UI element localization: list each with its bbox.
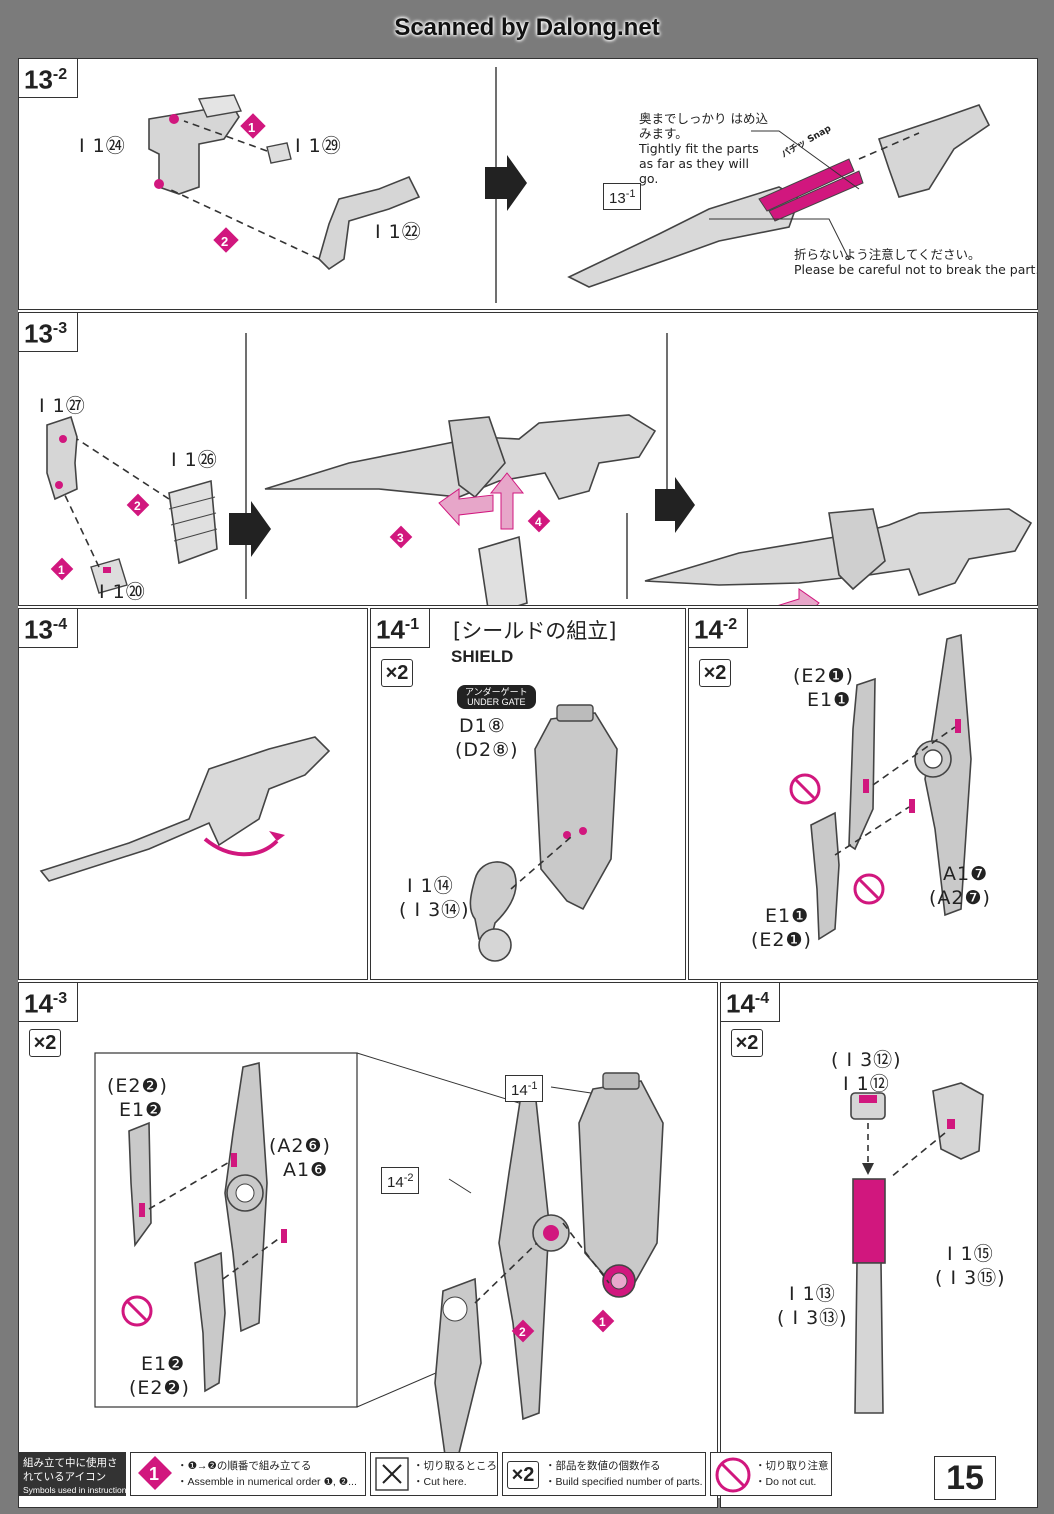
part-label: I 1⑭ — [407, 875, 454, 897]
quantity-badge: ×2 — [731, 1029, 763, 1057]
svg-text:2: 2 — [134, 499, 141, 513]
step-13-2-diagram: 1 2 — [148, 67, 991, 303]
part-label: E1❷ — [119, 1099, 164, 1121]
part-label: D1⑧ — [459, 715, 506, 737]
part-label: I 1㉖ — [171, 449, 218, 471]
section-title-jp: [シールドの組立] — [453, 619, 617, 643]
part-label: (E2❷) — [129, 1377, 190, 1399]
part-label: E1❶ — [807, 689, 852, 711]
step-number: 14-4 — [721, 983, 781, 1022]
order-marker-4-icon: 4 — [527, 509, 551, 533]
step-number: 14-1 — [371, 609, 431, 648]
no-cut-icon — [789, 773, 821, 805]
order-marker-2-icon: 2 — [126, 493, 150, 517]
step-14-2-diagram — [789, 633, 972, 941]
no-cut-icon — [715, 1457, 751, 1493]
part-label: I 1⑮ — [947, 1243, 994, 1265]
part-label: I 1⑬ — [789, 1283, 836, 1305]
step-14-3-diagram: 1 2 — [94, 1052, 664, 1456]
watermark: Scanned by Dalong.net — [394, 14, 660, 41]
part-label: I 1⑳ — [99, 581, 146, 603]
step-14-2-panel: 14-2 ×2 (E2❶) E1❶ A1❼ (A2❼) E1❶ (E2❶) — [688, 608, 1038, 980]
fit-note: 奥までしっかり はめ込みます。 Tightly fit the parts as… — [639, 111, 768, 186]
step-number: 13-3 — [19, 313, 79, 352]
step-number: 14-2 — [689, 609, 749, 648]
quantity-badge-icon: ×2 — [507, 1461, 539, 1489]
legend-build: ×2 ・部品を数値の個数作る ・Build specified number o… — [502, 1452, 706, 1496]
step-14-3-panel: 14-3 ×2 — [18, 982, 718, 1508]
part-label: I 1㉗ — [39, 395, 86, 417]
quantity-badge: ×2 — [699, 659, 731, 687]
symbols-legend: 組み立て中に使用されているアイコン Symbols used in instru… — [18, 1452, 1038, 1498]
break-note: 折らないよう注意してください。 Please be careful not to… — [794, 247, 1038, 277]
order-marker-2-icon: 2 — [213, 227, 239, 253]
quantity-badge: ×2 — [29, 1029, 61, 1057]
step-13-2-panel: 13-2 1 2 — [18, 58, 1038, 310]
step-13-3-panel: 13-3 1 2 3 — [18, 312, 1038, 606]
part-label: (D2⑧) — [455, 739, 519, 761]
svg-text:3: 3 — [397, 531, 404, 545]
part-label: I 1⑫ — [843, 1073, 890, 1095]
order-marker-1-icon: 1 — [240, 113, 266, 139]
step-number: 13-2 — [19, 59, 79, 98]
step-reference: 14-1 — [505, 1075, 544, 1102]
step-number: 14-3 — [19, 983, 79, 1022]
part-label: (E2❷) — [107, 1075, 168, 1097]
part-label: ( I 3⑭) — [399, 899, 470, 921]
part-label: A1❼ — [943, 863, 989, 885]
svg-text:1: 1 — [149, 1464, 159, 1484]
part-label: E1❷ — [141, 1353, 186, 1375]
part-label: ( I 3⑮) — [935, 1267, 1006, 1289]
quantity-badge: ×2 — [381, 659, 413, 687]
page-number: 15 — [934, 1456, 996, 1500]
part-label: E1❶ — [765, 905, 810, 927]
legend-no-cut: ・切り取り注意 ・Do not cut. — [710, 1452, 832, 1496]
svg-text:2: 2 — [221, 234, 228, 249]
step-14-4-diagram — [850, 1082, 984, 1414]
legend-cut: ・切り取るところ ・Cut here. — [370, 1452, 498, 1496]
step-14-4-panel: 14-4 ×2 ( I 3⑫) I 1⑫ I 1⑮ ( I 3⑮) I 1⑬ (… — [720, 982, 1038, 1508]
shield-diagram — [469, 704, 618, 962]
cut-here-icon — [375, 1457, 409, 1491]
part-label: (E2❶) — [793, 665, 854, 687]
svg-text:1: 1 — [248, 120, 255, 135]
part-label: I 1㉙ — [295, 135, 342, 157]
order-marker-2-icon: 2 — [511, 1319, 535, 1343]
no-cut-icon — [853, 873, 885, 905]
part-label: (A2❻) — [269, 1135, 331, 1157]
legend-heading: 組み立て中に使用されているアイコン Symbols used in instru… — [18, 1452, 131, 1496]
svg-text:2: 2 — [519, 1325, 526, 1339]
part-label: I 1㉔ — [79, 135, 126, 157]
part-label: I 1㉒ — [375, 221, 422, 243]
section-title-en: SHIELD — [451, 647, 514, 666]
no-cut-icon — [121, 1295, 153, 1327]
part-label: (A2❼) — [929, 887, 991, 909]
order-marker-1-icon: 1 — [50, 557, 74, 581]
step-13-4-diagram — [39, 736, 331, 882]
instruction-sheet: 13-2 1 2 — [18, 58, 1038, 1508]
svg-text:1: 1 — [599, 1315, 606, 1329]
part-label: ( I 3⑬) — [777, 1307, 848, 1329]
part-label: A1❻ — [283, 1159, 329, 1181]
legend-order: 1 ・❶→❷の順番で組み立てる ・Assemble in numerical o… — [130, 1452, 366, 1496]
order-marker-1-icon: 1 — [591, 1309, 615, 1333]
step-13-4-panel: 13-4 — [18, 608, 368, 980]
step-reference: 14-2 — [381, 1167, 420, 1194]
svg-text:1: 1 — [58, 563, 65, 577]
svg-text:4: 4 — [535, 515, 542, 529]
step-number: 13-4 — [19, 609, 79, 648]
step-13-3-diagram: 1 2 3 4 5 — [46, 333, 1033, 605]
step-reference: 13-1 — [603, 183, 642, 210]
part-label: (E2❶) — [751, 929, 812, 951]
order-marker-3-icon: 3 — [389, 525, 413, 549]
part-label: ( I 3⑫) — [831, 1049, 902, 1071]
order-marker-1-icon: 1 — [138, 1456, 172, 1490]
